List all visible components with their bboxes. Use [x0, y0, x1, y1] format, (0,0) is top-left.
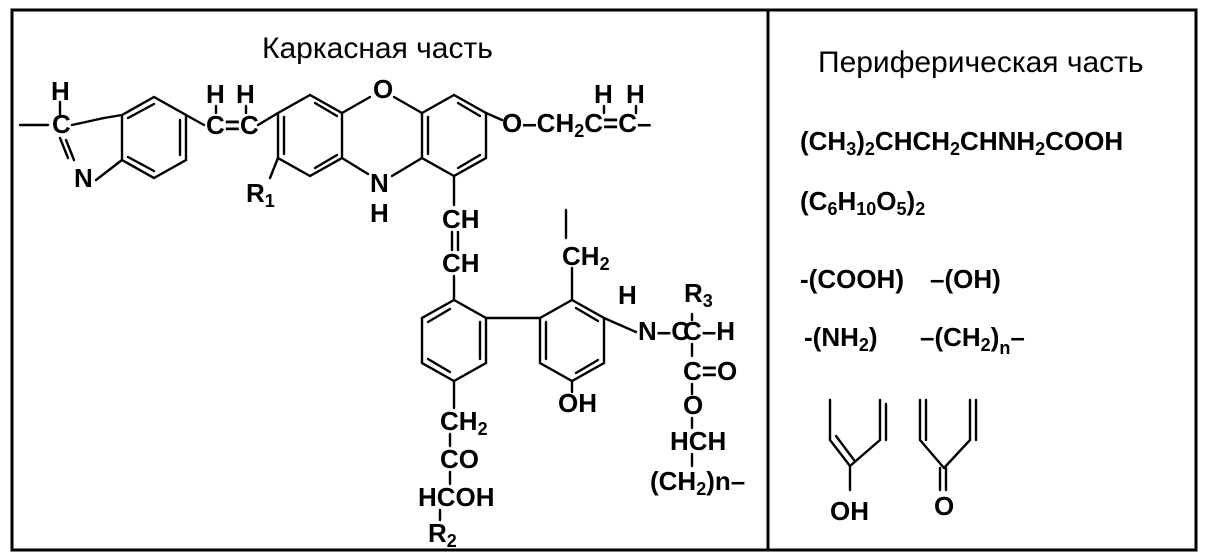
indole-c: C — [52, 109, 71, 139]
amine-nc: N–C — [638, 316, 690, 346]
vinylene2-ch-a: CH — [442, 204, 480, 234]
indole-h: H — [51, 76, 70, 106]
r1-label: R1 — [246, 178, 275, 211]
sidechain-hcoh: HCOH — [418, 482, 495, 512]
vinylene1: C=C — [206, 110, 259, 140]
ester-co: C=O — [683, 356, 737, 386]
vinylene1-h-b: H — [236, 79, 255, 109]
ketone-o: O — [934, 491, 954, 521]
amide-h: H — [618, 280, 637, 310]
ether-h-a: H — [594, 79, 613, 109]
figure-border — [10, 8, 1198, 552]
r3-label: R3 — [684, 278, 713, 311]
alpha-ch: C–H — [683, 316, 735, 346]
vinylene1-h-a: H — [206, 79, 225, 109]
bridge-o: O — [373, 74, 393, 104]
phenol-ch2: CH2 — [562, 241, 610, 274]
indole-n: N — [74, 163, 93, 193]
sidechain-co: CO — [440, 444, 479, 474]
framework-structure: C H N C=C H H R1 O N H — [18, 74, 745, 551]
group-methylene: –(CH2)n– — [920, 322, 1025, 358]
framework-header: Каркасная часть — [262, 32, 493, 65]
peripheral-header: Периферическая часть — [818, 46, 1144, 79]
bridge-n: N — [370, 168, 389, 198]
phenol-oh: OH — [558, 388, 597, 418]
sidechain-ch2: CH2 — [440, 406, 488, 439]
r2-label: R2 — [428, 518, 457, 551]
ester-o: O — [683, 390, 703, 420]
ketone-fragment: O — [918, 398, 978, 521]
enol-oh: OH — [830, 496, 869, 526]
group-amino: -(NH2) — [804, 322, 878, 355]
group-hydroxyl: –(OH) — [930, 264, 1001, 294]
ether-chain: O–CH2C=C– — [502, 108, 651, 141]
peripheral-list: (CH3)2CHCH2CHNH2COOH (C6H10O5)2 -(COOH) … — [800, 126, 1123, 526]
group-carboxyl: -(COOH) — [800, 264, 904, 294]
alkyl-chain: (CH2)n– — [650, 466, 745, 499]
ester-hch: HCH — [670, 426, 726, 456]
vinylene2-ch-b: CH — [442, 248, 480, 278]
bridge-nh: H — [370, 198, 389, 228]
ether-h-b: H — [626, 79, 645, 109]
leucine-formula: (CH3)2CHCH2CHNH2COOH — [800, 126, 1123, 159]
saccharide-formula: (C6H10O5)2 — [800, 186, 925, 219]
enol-fragment: OH — [828, 398, 888, 526]
